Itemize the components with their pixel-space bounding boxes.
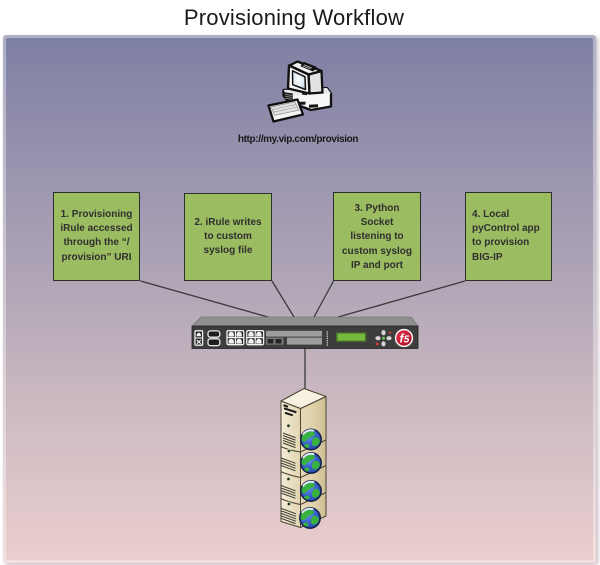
svg-text:f: f bbox=[400, 333, 405, 345]
svg-text:5: 5 bbox=[404, 334, 410, 345]
